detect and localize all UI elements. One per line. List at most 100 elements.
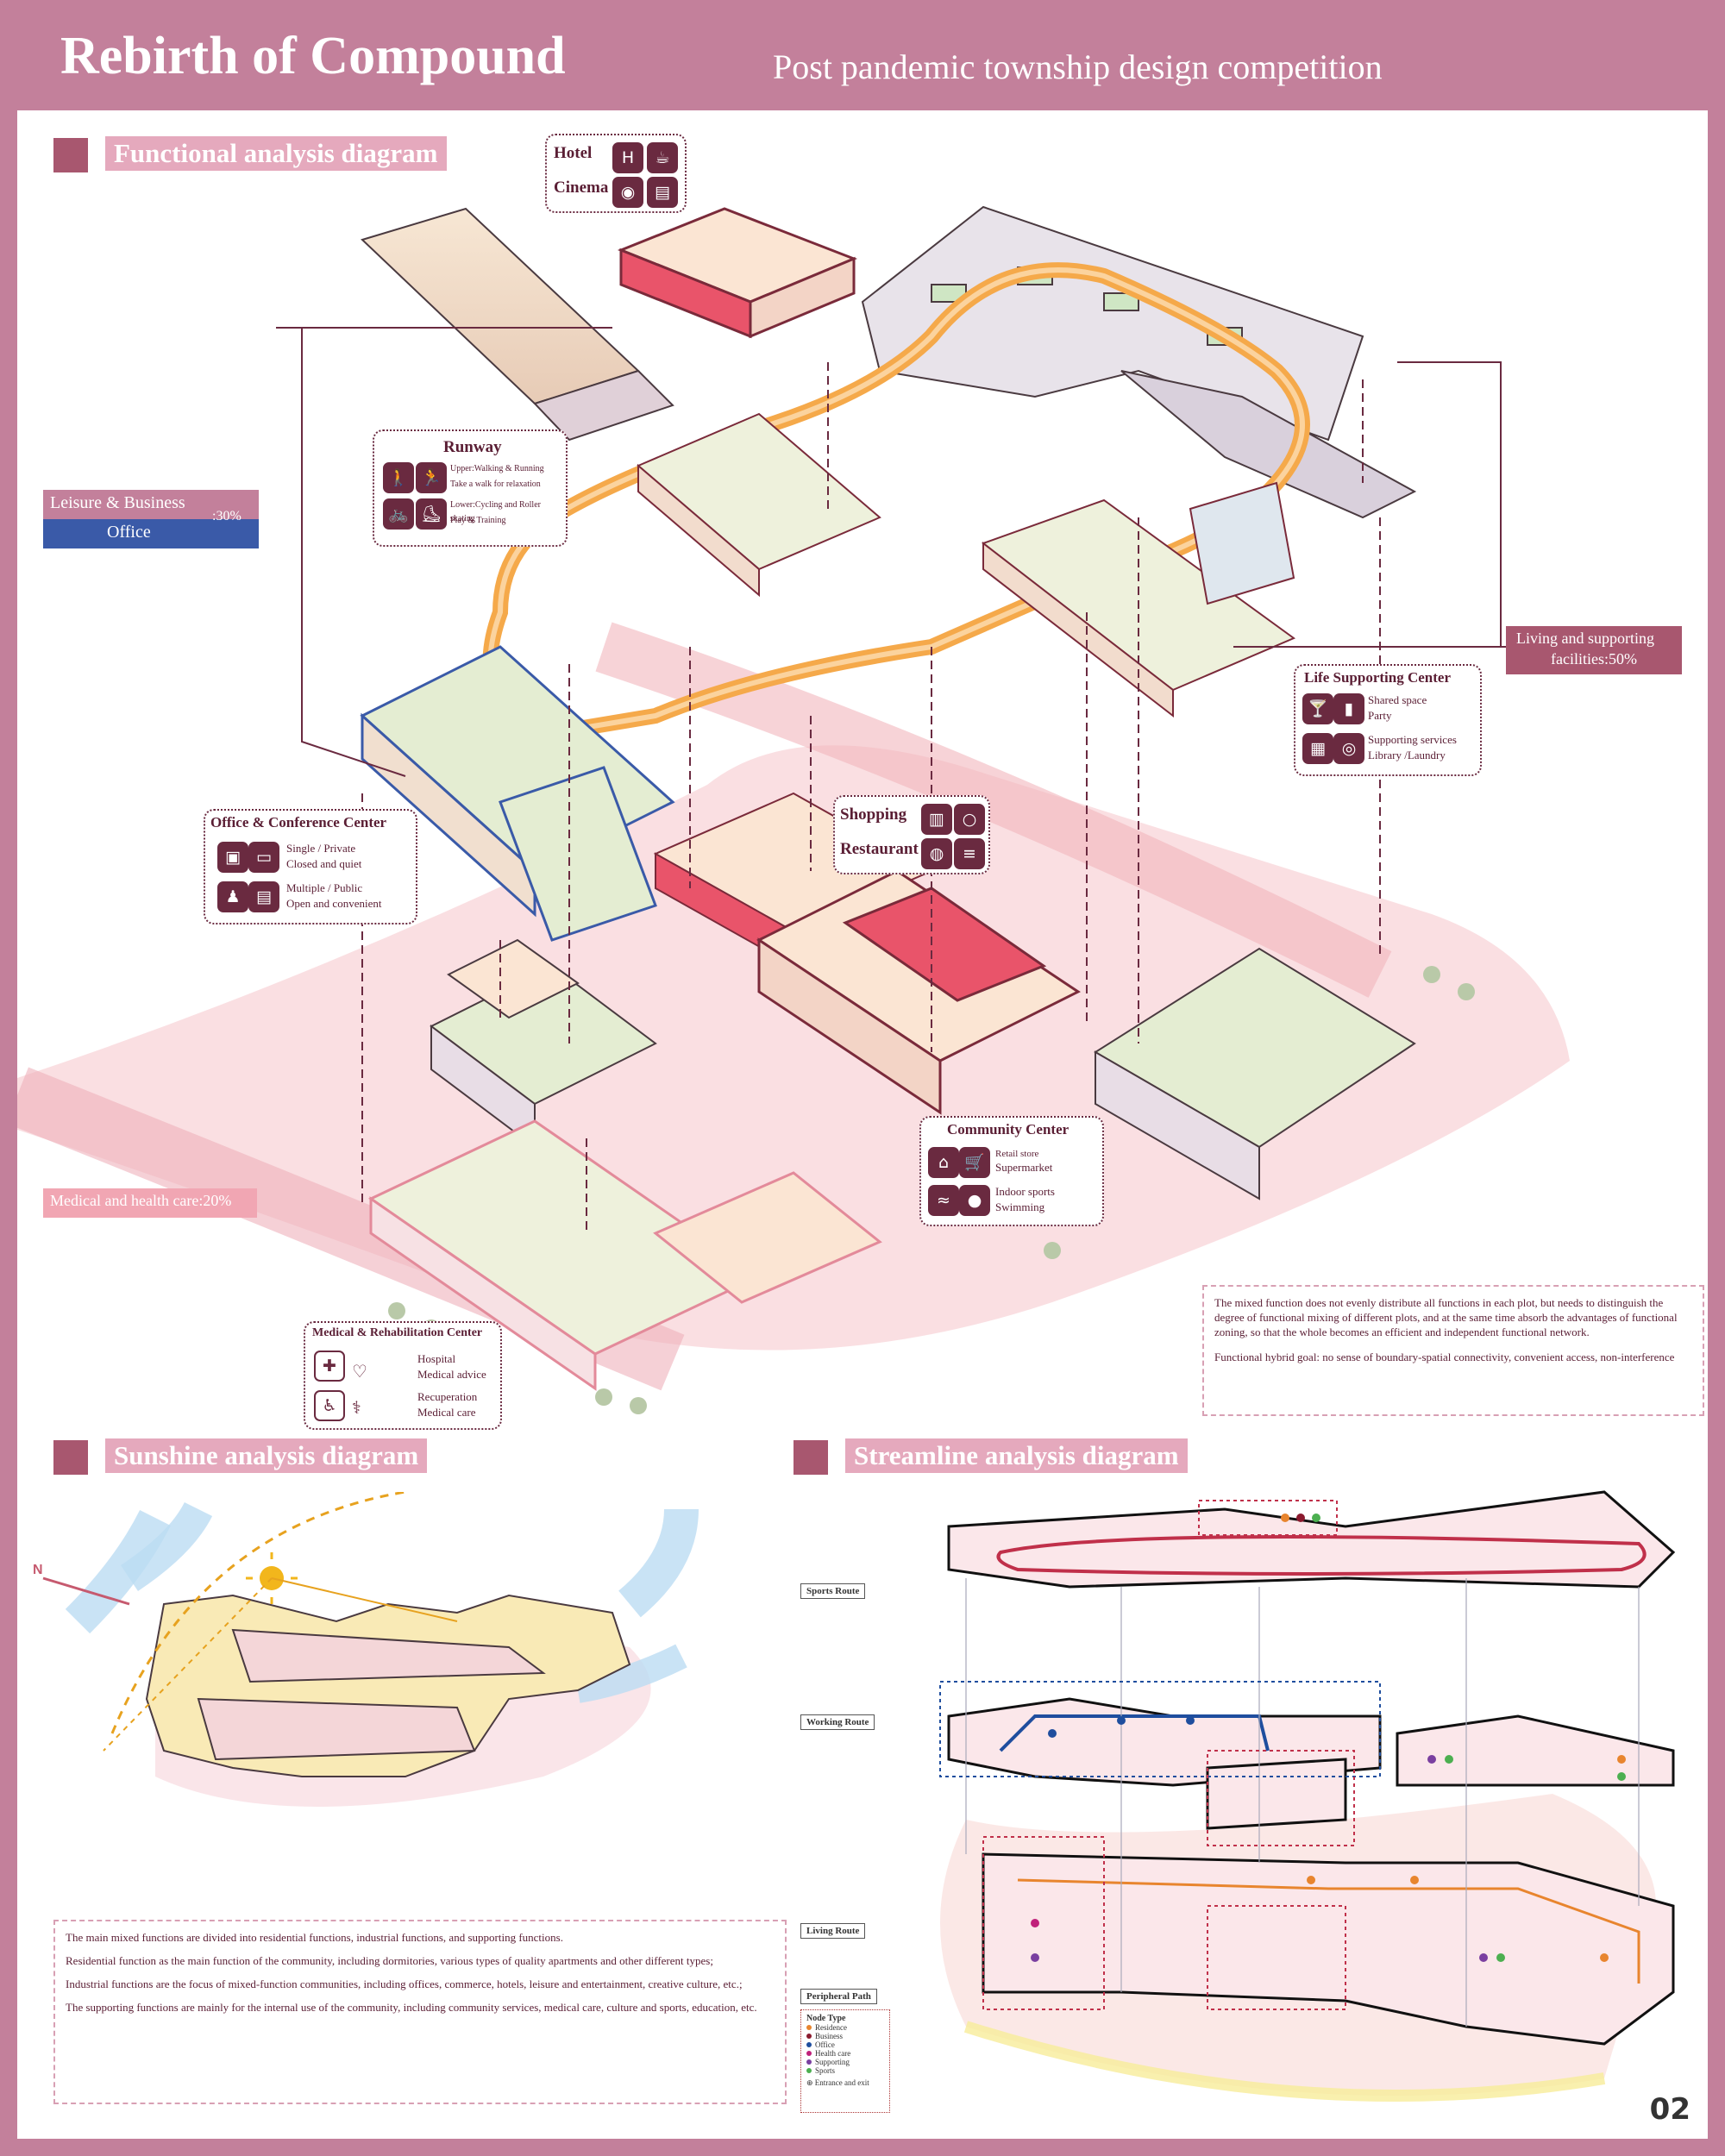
skating-icon: ⛸: [416, 498, 447, 530]
meeting-icon: ♟: [217, 881, 248, 912]
community-title: Community Center: [947, 1121, 1070, 1138]
shopping-label: Shopping: [840, 805, 907, 824]
building-leisure-block: [637, 412, 881, 598]
building-medical-center: [368, 1119, 882, 1391]
header-bar: [17, 17, 1708, 110]
section-title-streamline: Streamline analysis diagram: [845, 1438, 1188, 1473]
leisure-tag-bg: [43, 490, 259, 519]
desk-worker-icon: ▣: [217, 842, 248, 873]
ring-icon: ○: [954, 804, 985, 835]
medical-tag-bg: [43, 1188, 257, 1218]
hotel-icon: H: [612, 142, 643, 173]
book-icon: ▦: [1302, 733, 1333, 764]
sunshine-note-p2: Residential function as the main functio…: [66, 1954, 713, 1967]
popcorn-icon: ▤: [647, 177, 678, 208]
page-title: Rebirth of Compound: [60, 27, 566, 85]
walking-icon: 🚶: [383, 462, 414, 493]
sunshine-note: The main mixed functions are divided int…: [53, 1920, 787, 2104]
runway-line2: Take a walk for relaxation: [450, 479, 541, 489]
leisure-percent: :30%: [212, 509, 242, 523]
functional-diagram: [17, 205, 1570, 1414]
runway-title: Runway: [443, 438, 502, 456]
cocktail-icon: 🍸: [1302, 693, 1333, 724]
living-supporting-label: Living and supporting: [1516, 630, 1654, 647]
runway-line4: Play & Training: [450, 516, 506, 525]
sunshine-note-p1: The main mixed functions are divided int…: [66, 1931, 563, 1944]
building-hotel: [617, 207, 858, 339]
medical-kit-icon: ✚: [314, 1351, 345, 1382]
hotel-label: Hotel: [554, 144, 593, 162]
legend-item-supporting: Supporting: [806, 2058, 884, 2066]
route-label-working: Working Route: [800, 1714, 875, 1730]
office-line3: Multiple / Public: [286, 881, 363, 894]
presentation-icon: ▤: [248, 881, 279, 912]
community-line2: Supermarket: [995, 1161, 1053, 1174]
callout-community-center: Community Center ⌂ 🛒 ≈ ● Retail store Su…: [919, 1116, 1104, 1226]
restaurant-label: Restaurant: [840, 840, 919, 858]
functional-note-p2: Functional hybrid goal: no sense of boun…: [1214, 1351, 1675, 1363]
route-label-living: Living Route: [800, 1923, 866, 1939]
building-office-center: [360, 645, 675, 942]
life-line3: Supporting services: [1368, 733, 1457, 746]
rehab-icon: ♿: [314, 1390, 345, 1421]
medical-line3: Recuperation: [417, 1390, 478, 1403]
functional-note-p1: The mixed function does not evenly distr…: [1214, 1296, 1678, 1338]
section-marker-streamline: [794, 1440, 828, 1475]
sunshine-diagram: [42, 1492, 699, 1807]
burger-icon: ≡: [954, 838, 985, 869]
film-camera-icon: ◉: [612, 177, 643, 208]
north-arrow: [42, 1576, 130, 1606]
office-line1: Single / Private: [286, 842, 356, 855]
cart-icon: 🛒: [959, 1147, 990, 1178]
living-supporting-percent: facilities:50%: [1551, 650, 1637, 667]
legend-dot: [806, 2059, 812, 2065]
runway-line1: Upper:Walking & Running: [450, 464, 544, 473]
medical-line4: Medical care: [417, 1406, 476, 1419]
shopping-bag-icon: ▥: [921, 804, 952, 835]
office-center-title: Office & Conference Center: [210, 814, 387, 830]
medical-line2: Medical advice: [417, 1368, 486, 1381]
legend-dot: [806, 2051, 812, 2056]
leader-leisure: [276, 327, 406, 777]
page-subtitle: Post pandemic township design competitio…: [773, 47, 1383, 86]
legend-item-sports: Sports: [806, 2066, 884, 2075]
bottle-icon: ▮: [1333, 693, 1364, 724]
community-line1: Retail store: [995, 1149, 1039, 1159]
legend-dot: [806, 2034, 812, 2039]
functional-note: The mixed function does not evenly distr…: [1202, 1285, 1704, 1416]
cycling-icon: 🚲: [383, 498, 414, 530]
building-residential-block: [861, 205, 1417, 519]
page-number: 02: [1649, 2092, 1690, 2127]
life-center-title: Life Supporting Center: [1304, 669, 1451, 686]
legend-dot: [806, 2042, 812, 2047]
callout-life-supporting: Life Supporting Center 🍸 ▮ ▦ ◎ Shared sp…: [1294, 664, 1482, 776]
basketball-icon: ●: [959, 1185, 990, 1216]
legend-dot: [806, 2025, 812, 2030]
callout-medical-center: Medical & Rehabilitation Center ✚ ♿ ♡ ⚕ …: [304, 1321, 502, 1430]
north-label: N: [33, 1563, 43, 1577]
medical-ratio-label: Medical and health care:20%: [50, 1192, 232, 1209]
monitor-icon: ▭: [248, 842, 279, 873]
legend-item-office: Office: [806, 2040, 884, 2049]
sunshine-note-p3: Industrial functions are the focus of mi…: [66, 1977, 743, 1990]
route-label-sports: Sports Route: [800, 1583, 866, 1599]
section-marker-functional: [53, 138, 88, 172]
office-line2: Closed and quiet: [286, 857, 362, 870]
callout-office-center: Office & Conference Center ▣ ▭ ♟ ▤ Singl…: [204, 809, 417, 924]
life-line4: Library /Laundry: [1368, 749, 1446, 761]
callout-shopping-restaurant: Shopping Restaurant ▥ ○ ◍ ≡: [833, 795, 990, 874]
legend-item-health-care: Health care: [806, 2049, 884, 2058]
section-title-sunshine: Sunshine analysis diagram: [105, 1438, 428, 1473]
building-east-residence: [1094, 947, 1416, 1200]
building-north-dorm: [361, 207, 674, 442]
life-line2: Party: [1368, 709, 1392, 722]
office-tag-bg: [43, 519, 259, 548]
medical-line1: Hospital: [417, 1352, 456, 1365]
node-type-legend: Node Type Residence Business Office Heal…: [800, 2009, 890, 2113]
site-road: [595, 622, 1392, 998]
section-marker-sunshine: [53, 1440, 88, 1475]
callout-hotel-cinema: Hotel Cinema H ☕ ◉ ▤: [545, 134, 687, 213]
community-line4: Swimming: [995, 1200, 1045, 1213]
legend-item-residence: Residence: [806, 2023, 884, 2032]
level-living: [982, 1852, 1675, 2046]
